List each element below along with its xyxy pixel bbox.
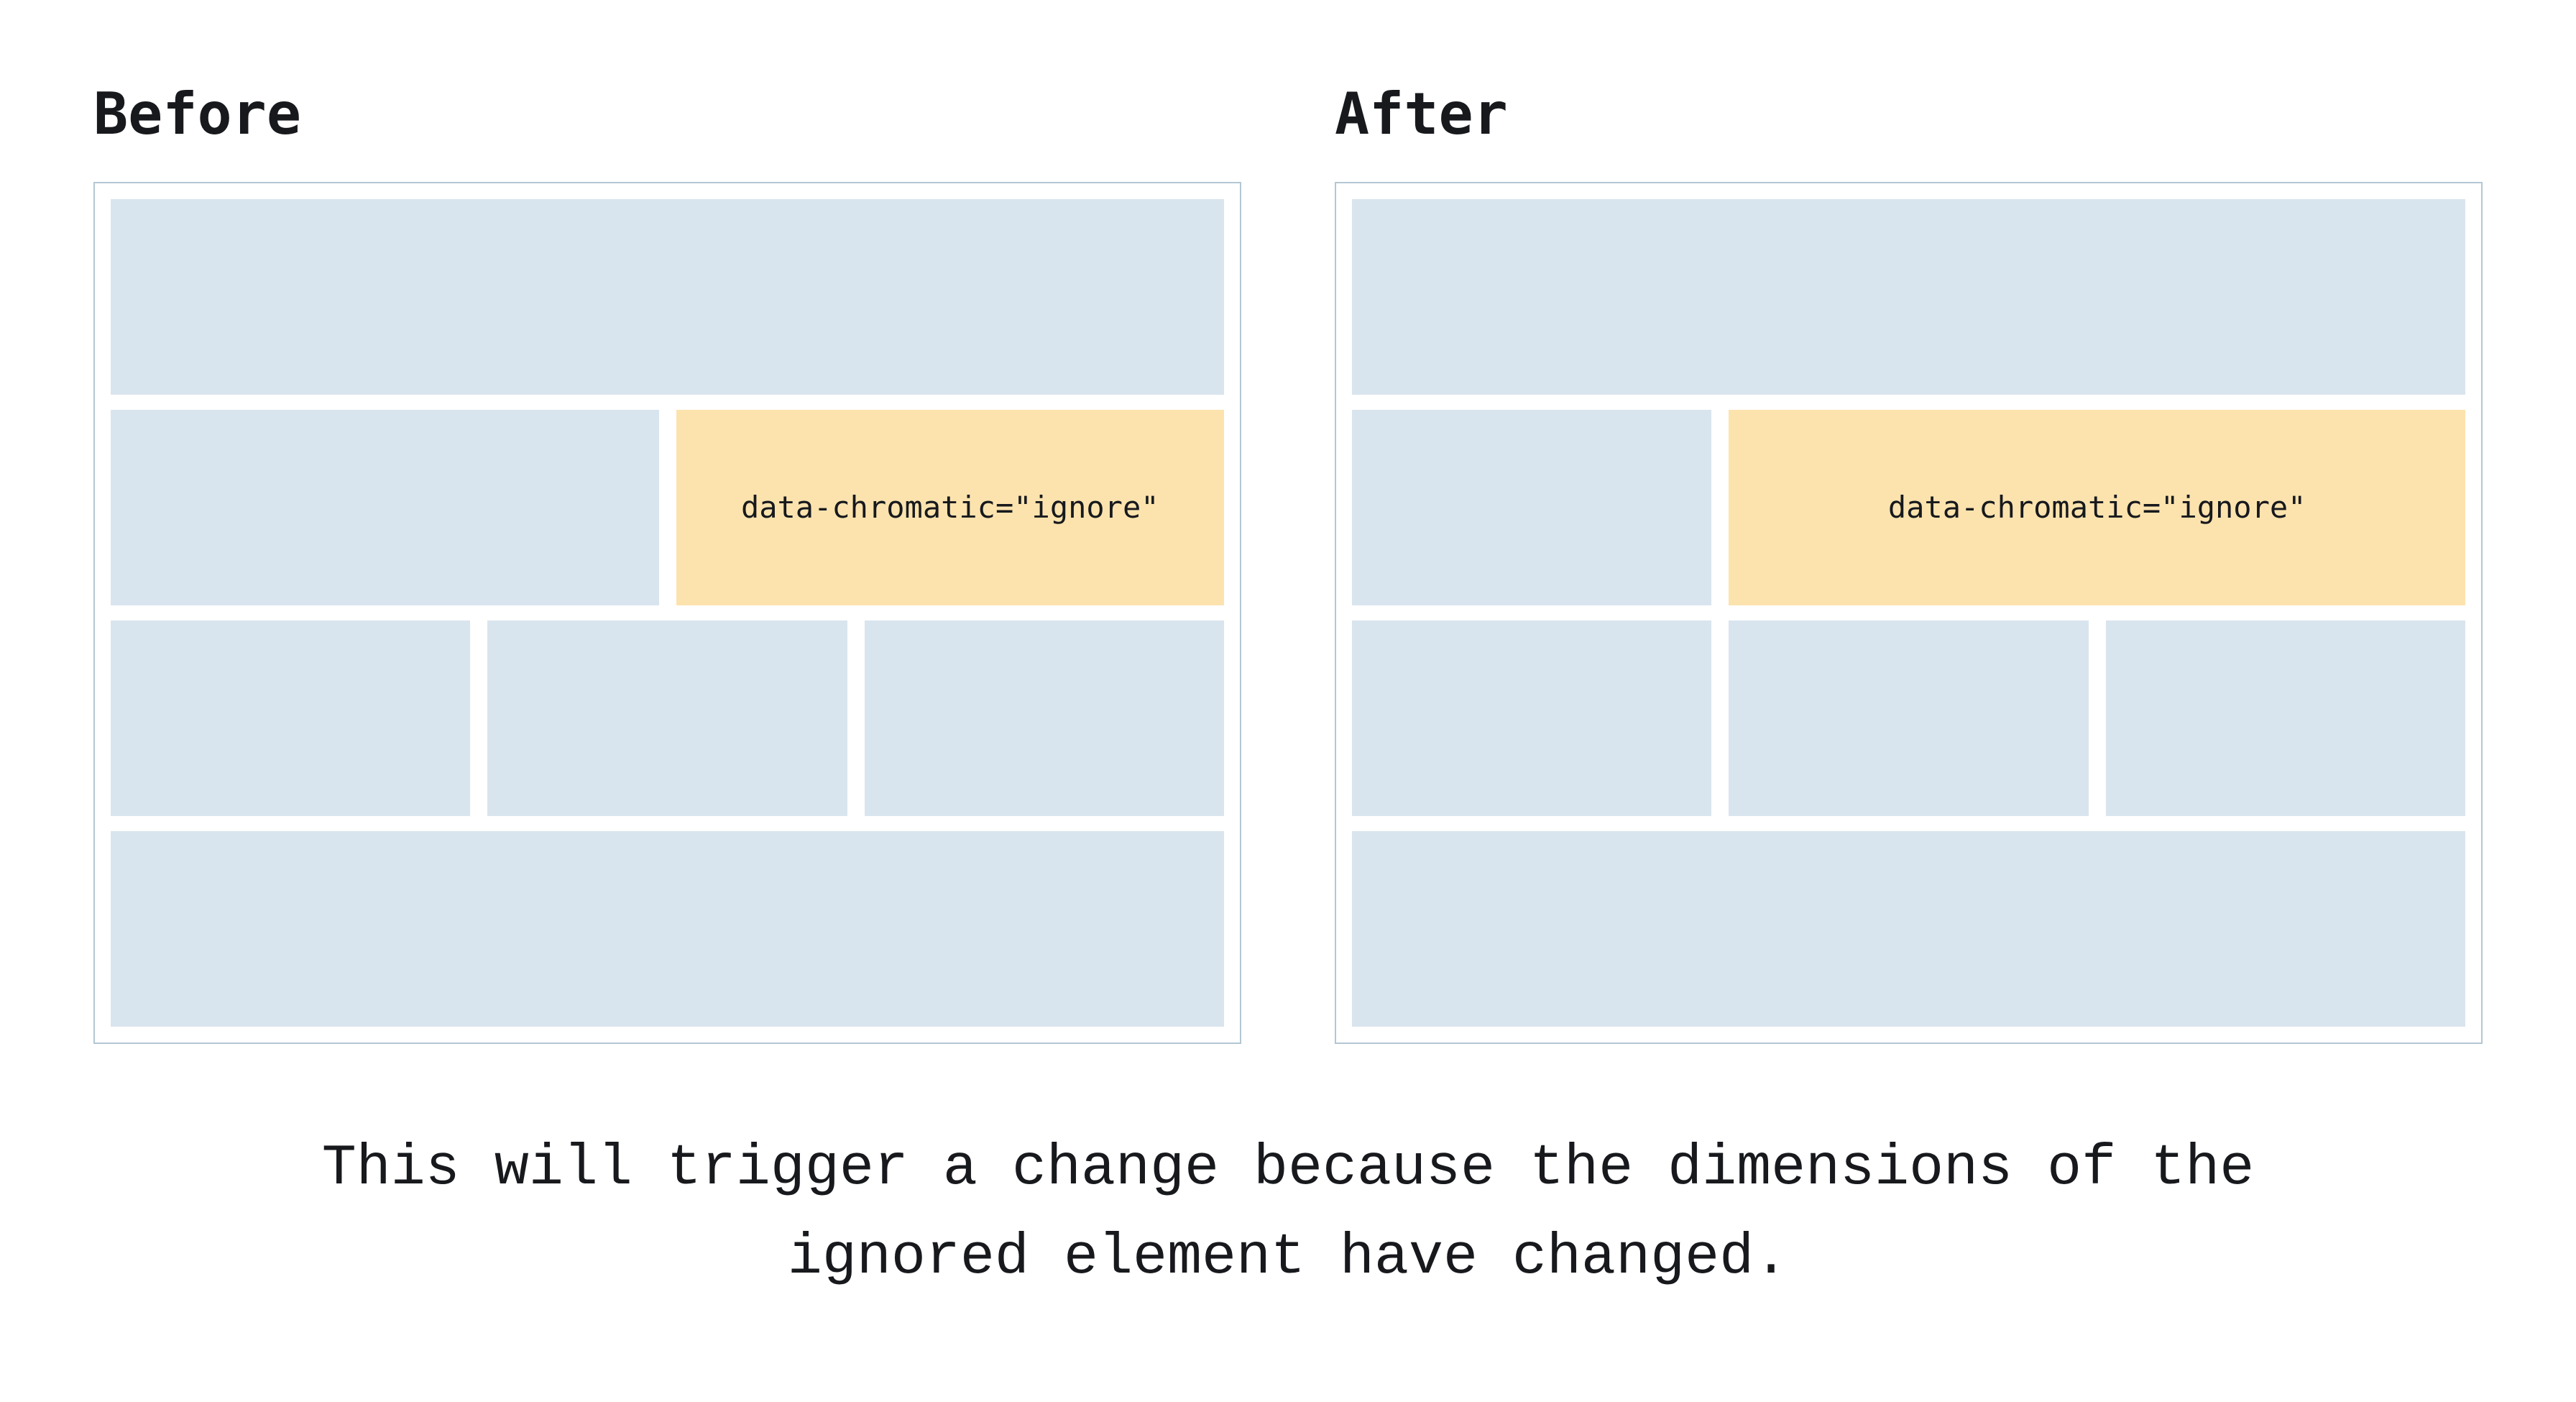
before-card-block-2 bbox=[487, 620, 847, 816]
after-wireframe-grid: data-chromatic="ignore" bbox=[1352, 199, 2465, 1027]
after-ignored-label: data-chromatic="ignore" bbox=[1887, 490, 2306, 525]
after-footer-block bbox=[1352, 831, 2465, 1027]
before-section: Before data-chromatic="ignore" bbox=[93, 85, 1241, 1044]
before-footer-block bbox=[111, 831, 1224, 1027]
after-card-block-1 bbox=[1352, 620, 1712, 816]
caption-line-1: This will trigger a change because the d… bbox=[321, 1136, 2255, 1201]
before-card-block-1 bbox=[111, 620, 471, 816]
after-header-block bbox=[1352, 199, 2465, 395]
before-wireframe-grid: data-chromatic="ignore" bbox=[111, 199, 1224, 1027]
after-ignored-block: data-chromatic="ignore" bbox=[1729, 410, 2465, 605]
after-card-block-2 bbox=[1729, 620, 2089, 816]
caption-line-2: ignored element have changed. bbox=[787, 1225, 1789, 1291]
after-section: After data-chromatic="ignore" bbox=[1335, 85, 2483, 1044]
before-after-columns: Before data-chromatic="ignore" After bbox=[93, 85, 2483, 1044]
before-ignored-label: data-chromatic="ignore" bbox=[740, 490, 1159, 525]
before-header-block bbox=[111, 199, 1224, 395]
caption: This will trigger a change because the d… bbox=[93, 1124, 2483, 1303]
after-panel: data-chromatic="ignore" bbox=[1335, 182, 2483, 1044]
after-heading: After bbox=[1335, 81, 1508, 147]
after-card-block-3 bbox=[2105, 620, 2465, 816]
before-panel: data-chromatic="ignore" bbox=[93, 182, 1241, 1044]
before-content-block bbox=[111, 410, 659, 605]
before-heading: Before bbox=[93, 81, 301, 147]
after-content-block bbox=[1352, 410, 1712, 605]
before-card-block-3 bbox=[864, 620, 1224, 816]
before-ignored-block: data-chromatic="ignore" bbox=[676, 410, 1224, 605]
